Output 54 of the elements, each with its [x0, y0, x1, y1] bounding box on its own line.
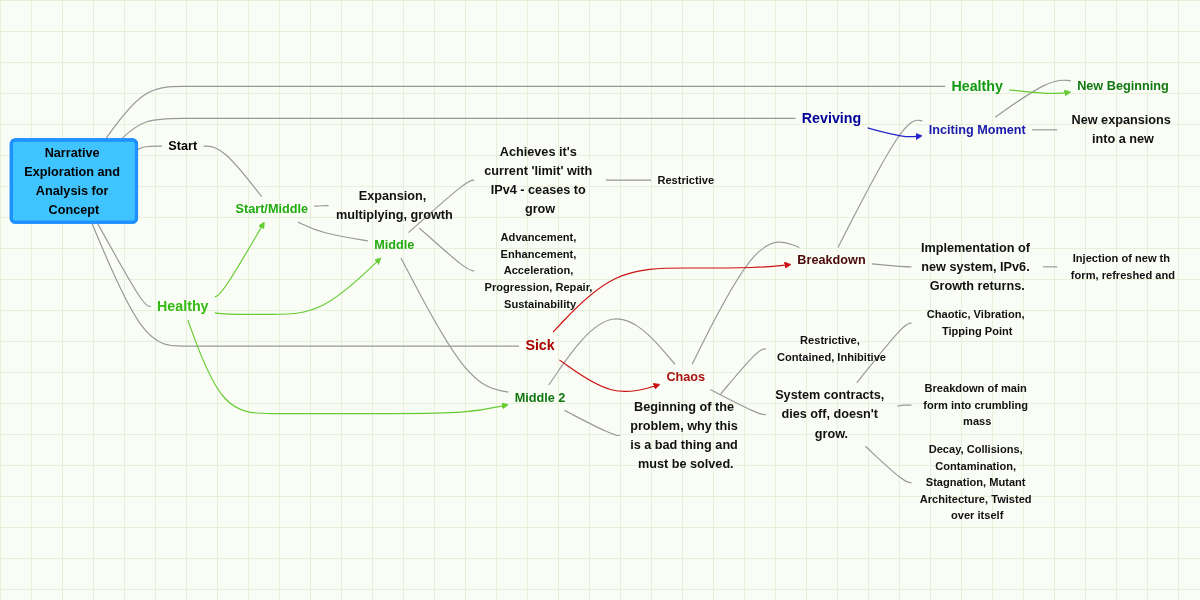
connector [96, 222, 152, 308]
arrow [214, 257, 382, 315]
node-text: New Beginning [1077, 79, 1169, 93]
node-text: Restrictive [657, 173, 715, 187]
connector [994, 79, 1072, 118]
node-text: Beginning of the problem, why this is a bad thing and must be solved. [630, 399, 738, 471]
node-text: Restrictive, Contained, Inhibitive [776, 333, 886, 364]
arrow [214, 221, 265, 298]
connector [871, 263, 913, 268]
connector [418, 227, 475, 272]
node-text: Healthy [157, 298, 209, 314]
node-text: Start [168, 138, 198, 153]
node-text: Breakdown [797, 252, 866, 267]
connector [864, 445, 913, 484]
node-text: Injection of new th form, refreshed and [1070, 251, 1175, 282]
connector [605, 179, 652, 181]
node-text: Chaos [666, 369, 706, 384]
connector [91, 222, 520, 347]
connector [691, 241, 800, 365]
node-text: Healthy [951, 78, 1003, 94]
node-text: Decay, Collisions, Contamination, Stagnation, Mutant Architecture, Twisted over itself [919, 442, 1032, 522]
node-text: System contracts, dies off, doesn't grow. [775, 388, 885, 440]
connector [856, 322, 913, 384]
arrow [552, 261, 792, 333]
node-text: Middle [374, 238, 415, 252]
node-text: Middle 2 [514, 390, 566, 405]
connector [1031, 129, 1058, 131]
arrow [866, 127, 923, 140]
connector [203, 145, 263, 198]
arrow [187, 319, 509, 415]
arrow [558, 359, 661, 393]
connector [400, 257, 509, 393]
connector [548, 318, 676, 386]
node-text: Sick [525, 337, 555, 354]
node-text: Inciting Moment [928, 122, 1026, 137]
connector [407, 179, 475, 234]
node-text: Advancement, Enhancement, Acceleration, Progression, Repair, Sustainability [484, 230, 593, 310]
node-text: Breakdown of main form into crumbling mass [923, 381, 1029, 428]
connector [297, 221, 369, 242]
connector [563, 409, 621, 437]
connector [313, 205, 330, 207]
connector [709, 389, 767, 416]
connector [837, 119, 923, 249]
node-text: Achieves it's current 'limit' with IPv4 - ceases to grow [484, 144, 593, 215]
node-text: Implementation of new system, IPv6. Growth returns. [920, 240, 1030, 293]
node-text: New expansions into a new [1071, 113, 1171, 146]
node-text: Chaotic, Vibration, Tipping Point [926, 308, 1025, 338]
arrow [1008, 89, 1072, 97]
node-text: Start/Middle [235, 202, 308, 216]
connector [104, 85, 946, 141]
connector [719, 348, 767, 395]
node-text: Reviving [801, 110, 862, 126]
connector [896, 404, 913, 407]
node-text: Expansion, multiplying, growth [335, 189, 453, 222]
